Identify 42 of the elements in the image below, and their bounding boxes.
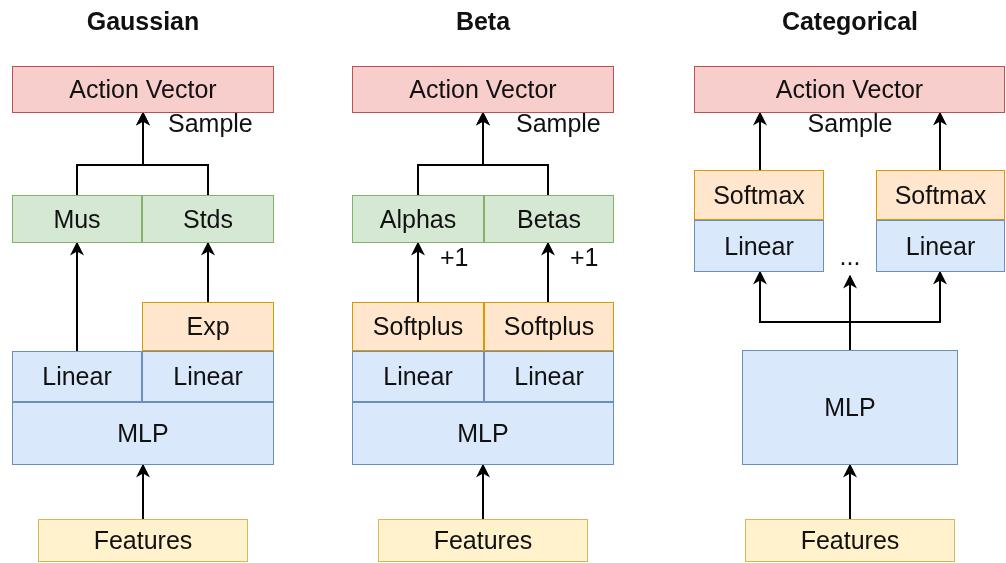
- arrow: [753, 111, 767, 171]
- network-box: MLP: [12, 402, 274, 465]
- activation-box: Softplus: [352, 302, 484, 351]
- network-box: MLP: [352, 402, 614, 465]
- arrow: [843, 463, 857, 520]
- activation-box: Exp: [142, 302, 274, 351]
- arrow: [201, 241, 215, 303]
- output-box: Mus: [12, 195, 142, 243]
- arrow: [933, 111, 947, 171]
- output-box: Stds: [142, 195, 274, 243]
- layer-box: Linear: [352, 351, 484, 402]
- layer-box: Linear: [484, 351, 614, 402]
- arrow: [70, 241, 84, 352]
- input-box: Features: [745, 519, 955, 562]
- layer-box: Linear: [876, 220, 1005, 272]
- edge-label: +1: [570, 243, 599, 272]
- panel-title: Beta: [455, 7, 511, 36]
- input-box: Features: [378, 519, 588, 562]
- activation-box: Softmax: [694, 170, 824, 220]
- output-box: Alphas: [352, 195, 484, 243]
- arrow: [136, 463, 150, 520]
- activation-box: Softmax: [876, 170, 1005, 220]
- output-box: Betas: [484, 195, 614, 243]
- edge-label: +1: [440, 243, 469, 272]
- network-box: MLP: [742, 350, 958, 465]
- output-box: Action Vector: [694, 66, 1005, 113]
- arrow: [411, 241, 425, 303]
- activation-box: Softplus: [484, 302, 614, 351]
- panel-title: Gaussian: [86, 7, 200, 36]
- arrow: [849, 270, 947, 351]
- output-box: Action Vector: [12, 66, 274, 113]
- output-box: Action Vector: [352, 66, 614, 113]
- arrow: [136, 111, 209, 196]
- layer-box: Linear: [142, 351, 274, 402]
- arrow: [541, 241, 555, 303]
- arrow: [476, 463, 490, 520]
- ellipsis-text: ...: [834, 236, 866, 276]
- layer-box: Linear: [694, 220, 824, 272]
- arrow: [476, 111, 549, 196]
- input-box: Features: [38, 519, 248, 562]
- layer-box: Linear: [12, 351, 142, 402]
- panel-title: Categorical: [781, 7, 919, 36]
